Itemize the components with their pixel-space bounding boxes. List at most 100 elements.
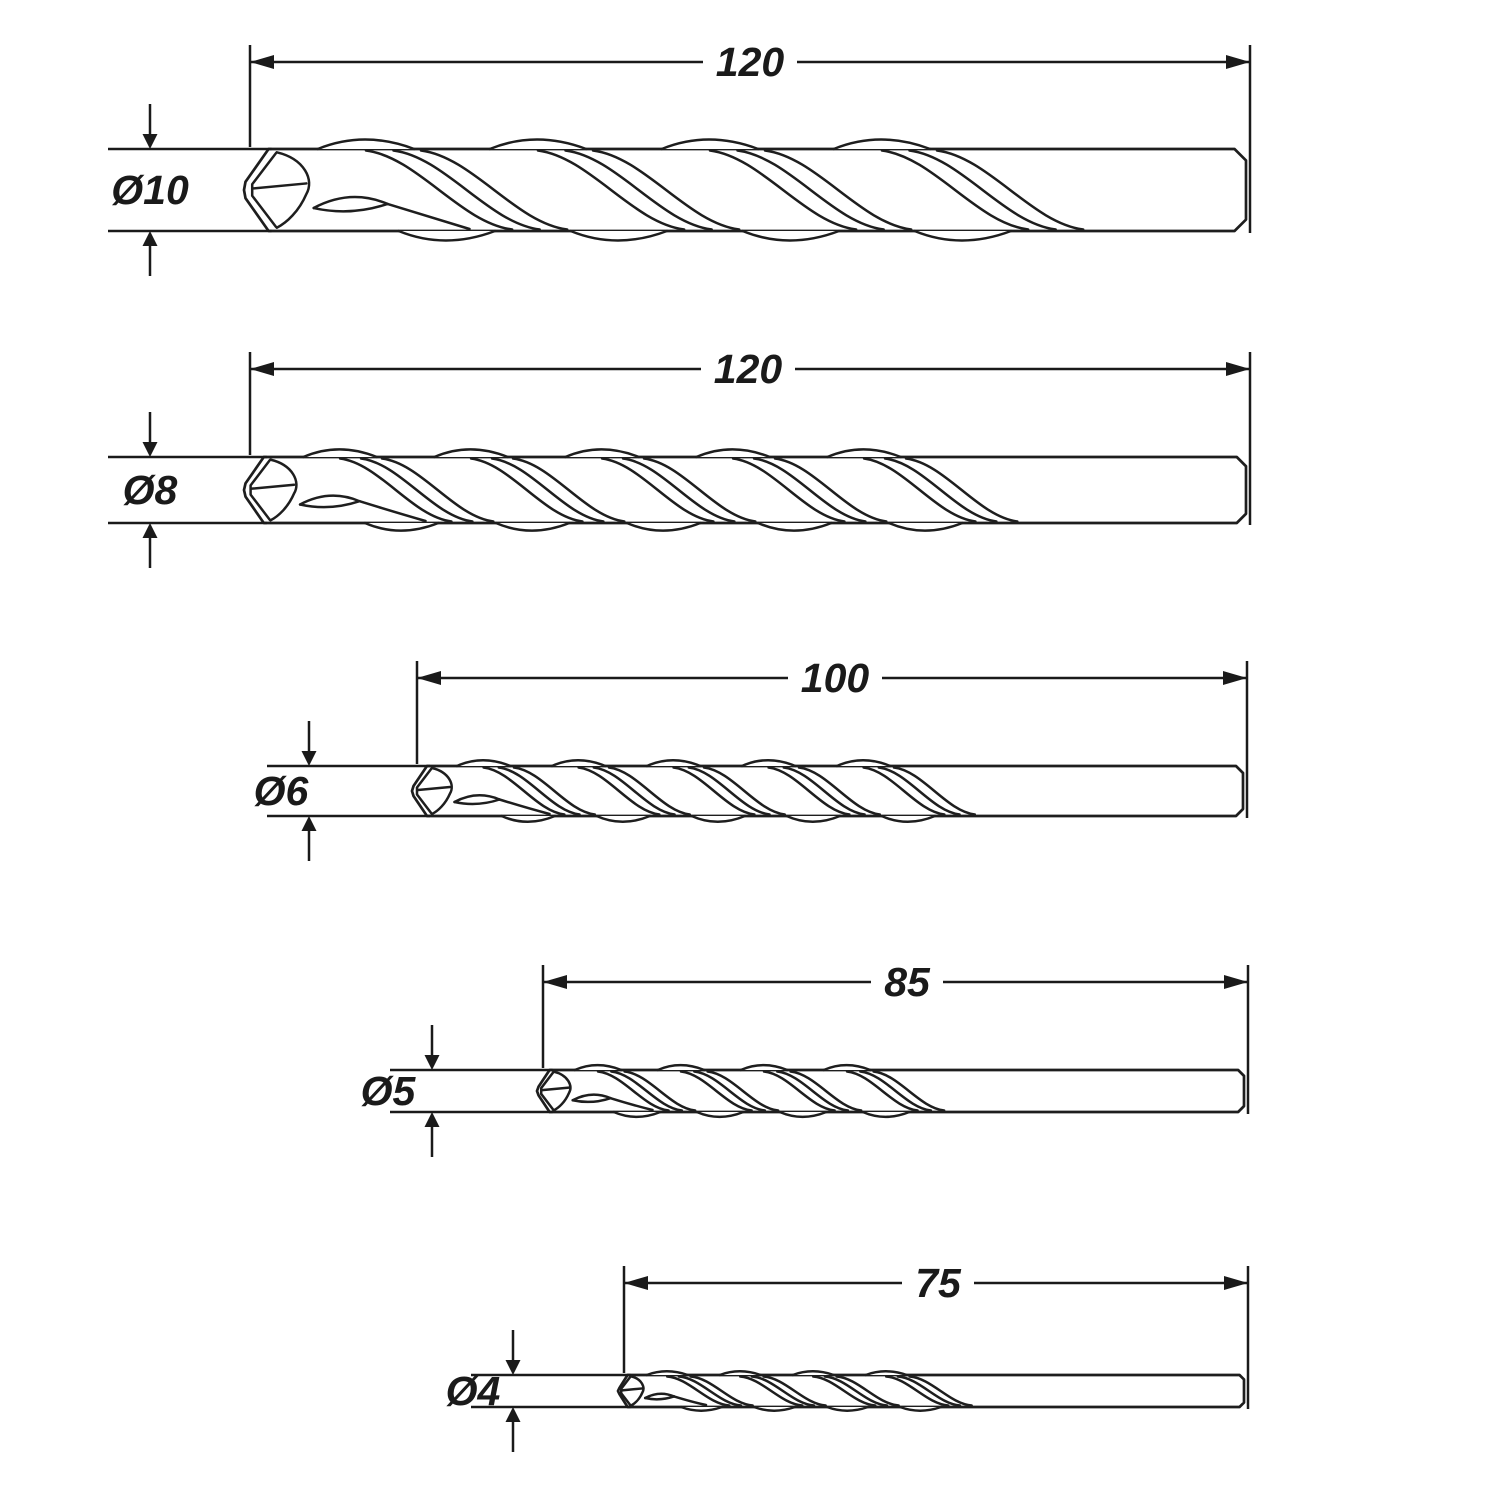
- dia-arrow-up: [301, 816, 317, 831]
- tip-runout-lower: [571, 1096, 612, 1104]
- flute-trough: [756, 521, 833, 532]
- flute-crest: [302, 448, 379, 459]
- flute-diagonal: [600, 457, 715, 523]
- tip-cross-line: [540, 1086, 571, 1092]
- flute-diagonal: [872, 1070, 946, 1112]
- diameter-label: Ø5: [361, 1068, 417, 1114]
- tip-cross-line: [250, 483, 296, 490]
- flute-diagonal: [883, 457, 998, 523]
- flute-trough: [778, 1110, 828, 1119]
- flute-diagonal: [762, 1070, 836, 1112]
- diameter-label: Ø6: [254, 768, 310, 814]
- tip-detail: [250, 151, 471, 231]
- tip-runout-upper: [571, 1093, 612, 1102]
- flute-trough: [569, 229, 669, 242]
- tip-detail: [249, 458, 427, 523]
- length-dimension: 75: [622, 1260, 1250, 1409]
- flute-diagonal: [687, 766, 771, 816]
- tip-dome: [552, 1070, 572, 1112]
- bit-body-outline: [242, 147, 1248, 233]
- tip-inner-edge: [415, 767, 433, 815]
- flute-trough: [625, 521, 702, 532]
- flute-diagonal: [591, 149, 741, 231]
- tip-cross-line: [620, 1387, 644, 1392]
- tip-dome: [275, 151, 311, 229]
- flute-crest: [645, 758, 702, 768]
- dim-arrow-left: [543, 975, 567, 989]
- flute-diagonal: [512, 766, 596, 816]
- flute-crest: [835, 758, 892, 768]
- tip-runout-tail: [386, 202, 471, 231]
- dia-arrow-down: [424, 1055, 440, 1070]
- flute-diagonal: [623, 1070, 697, 1112]
- flute-diagonal: [689, 1375, 754, 1407]
- tip-runout-upper: [643, 1392, 676, 1400]
- tip-inner-edge: [250, 151, 278, 229]
- flute-crest: [864, 1370, 908, 1377]
- tip-runout-upper: [312, 195, 389, 210]
- length-label: 75: [915, 1260, 962, 1306]
- dim-arrow-left: [624, 1276, 648, 1290]
- flute-trough: [679, 1405, 724, 1412]
- flute-trough: [695, 1110, 745, 1119]
- flute-trough: [898, 1405, 943, 1412]
- diameter-dimension: Ø4: [446, 1330, 631, 1452]
- flute-diagonal: [750, 1375, 816, 1407]
- diameter-dimension: Ø5: [361, 1025, 553, 1157]
- tip-runout-tail: [498, 798, 551, 816]
- flute-diagonal: [862, 457, 977, 523]
- flute-diagonal: [859, 1070, 933, 1112]
- flute-diagonal: [845, 1070, 919, 1112]
- flute-diagonal: [892, 766, 976, 816]
- dim-arrow-right: [1223, 671, 1247, 685]
- flute-crest: [832, 138, 932, 151]
- tip-runout-tail: [609, 1096, 654, 1112]
- flute-diagonal: [738, 1375, 804, 1407]
- flute-crest: [573, 1063, 623, 1072]
- flute-diagonal: [896, 1375, 962, 1407]
- diameter-dimension: Ø8: [108, 412, 267, 568]
- flute-trough: [397, 229, 497, 242]
- length-dimension: 120: [248, 39, 1252, 233]
- length-dimension: 100: [415, 655, 1249, 818]
- flute-trough: [612, 1110, 662, 1119]
- flute-diagonal: [596, 1070, 670, 1112]
- flute-diagonal: [731, 457, 846, 523]
- flute-diagonal: [642, 457, 757, 523]
- flute-diagonal: [763, 149, 913, 231]
- dim-arrow-right: [1224, 1276, 1248, 1290]
- flute-trough: [752, 1405, 797, 1412]
- flute-diagonal: [708, 149, 858, 231]
- flute-diagonal: [672, 766, 756, 816]
- flute-diagonal: [736, 149, 885, 231]
- tip-dome: [269, 458, 298, 522]
- length-label: 100: [801, 655, 870, 701]
- dim-arrow-left: [417, 671, 441, 685]
- flute-trough: [913, 229, 1013, 242]
- flute-trough: [861, 1110, 911, 1119]
- flute-diagonal: [610, 1070, 684, 1112]
- flute-crest: [656, 1063, 706, 1072]
- flute-diagonal: [693, 1070, 767, 1112]
- length-label: 120: [714, 346, 783, 392]
- flute-crest: [660, 138, 760, 151]
- flute-diagonal: [706, 1070, 780, 1112]
- dim-arrow-right: [1224, 975, 1248, 989]
- flute-diagonal: [419, 149, 569, 231]
- flute-diagonal: [880, 149, 1030, 231]
- flute-crest: [488, 138, 588, 151]
- dia-arrow-down: [301, 751, 317, 766]
- flute-diagonal: [823, 1375, 889, 1407]
- flute-diagonal: [797, 766, 881, 816]
- dia-arrow-down: [505, 1360, 521, 1375]
- flute-diagonal: [621, 457, 736, 523]
- tip-runout-lower: [643, 1395, 676, 1401]
- flute-diagonal: [536, 149, 686, 231]
- flute-diagonal: [904, 457, 1019, 523]
